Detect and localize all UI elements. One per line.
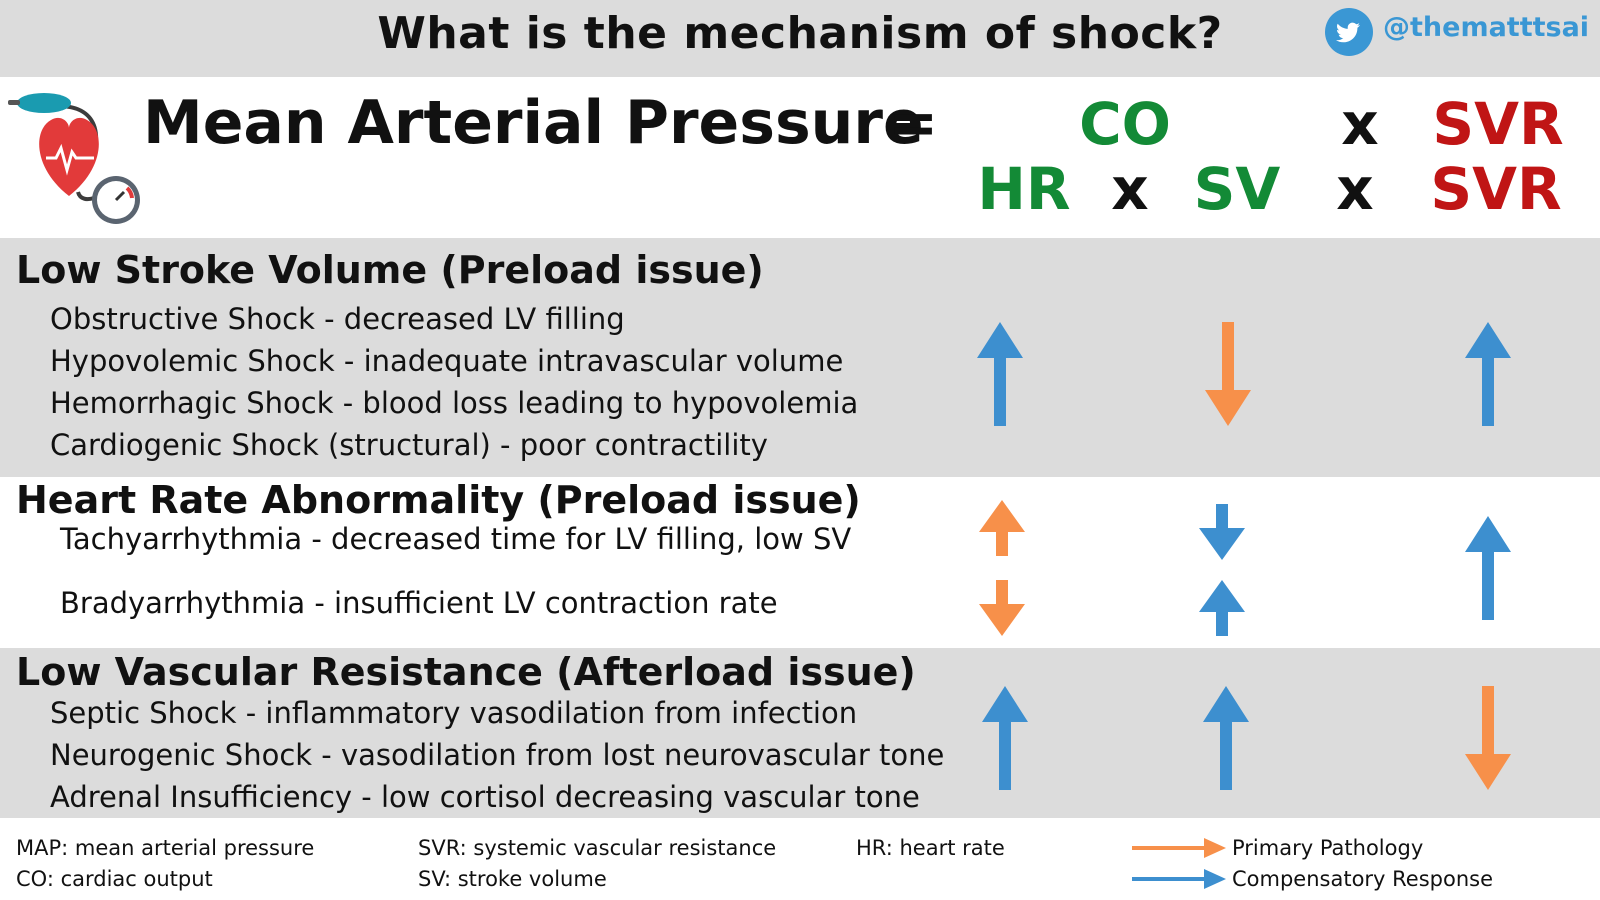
arrow-hr-down-primary [979,580,1025,636]
equation-op2-row2: x [1336,155,1374,223]
equation-op1-row2: x [1111,155,1149,223]
equation-lhs: Mean Arterial Pressure [143,88,924,158]
equation-svr-row1: SVR [1432,90,1564,158]
legend-primary-arrow-icon [1132,838,1226,858]
legend-sv: SV: stroke volume [418,867,607,891]
legend-compensatory-label: Compensatory Response [1232,867,1494,891]
section-band-low-stroke-volume [0,238,1600,477]
list-item: Adrenal Insufficiency - low cortisol dec… [50,780,920,814]
list-item: Hemorrhagic Shock - blood loss leading t… [50,386,859,420]
section-title-low-vascular-resistance: Low Vascular Resistance (Afterload issue… [16,650,916,694]
arrow-sv-up-compensatory [1203,686,1249,790]
list-item: Tachyarrhythmia - decreased time for LV … [60,522,852,556]
list-item: Septic Shock - inflammatory vasodilation… [50,696,858,730]
legend-co: CO: cardiac output [16,867,213,891]
list-item: Obstructive Shock - decreased LV filling [50,302,625,336]
equation-sv: SV [1193,155,1281,223]
section-title-heart-rate-abnormality: Heart Rate Abnormality (Preload issue) [16,478,861,522]
legend-primary-label: Primary Pathology [1232,836,1424,860]
heart-blood-pressure-icon [8,93,140,224]
arrow-hr-up-compensatory [977,322,1023,426]
legend-map: MAP: mean arterial pressure [16,836,315,860]
equation-svr-row2: SVR [1430,155,1562,223]
arrow-svr-up-compensatory [1465,516,1511,620]
equation-equals: = [888,88,939,158]
list-item: Hypovolemic Shock - inadequate intravasc… [50,344,844,378]
arrow-sv-down-primary [1205,322,1251,426]
list-item: Bradyarrhythmia - insufficient LV contra… [60,586,778,620]
arrow-svr-up-compensatory [1465,322,1511,426]
list-item: Neurogenic Shock - vasodilation from los… [50,738,945,772]
section-band-low-vascular-resistance [0,648,1600,818]
legend-compensatory-arrow-icon [1132,869,1226,889]
arrow-sv-up-compensatory [1199,580,1245,636]
equation-op-row1: x [1341,90,1379,158]
legend-svr: SVR: systemic vascular resistance [418,836,777,860]
equation-hr: HR [977,155,1071,223]
twitter-handle[interactable]: @thematttsai [1383,12,1590,43]
list-item: Cardiogenic Shock (structural) - poor co… [50,428,768,462]
arrow-hr-up-primary [979,500,1025,556]
legend-hr: HR: heart rate [856,836,1005,860]
arrow-hr-up-compensatory [982,686,1028,790]
equation-co: CO [1079,90,1171,158]
twitter-icon[interactable] [1325,8,1373,56]
arrow-sv-down-compensatory [1199,504,1245,560]
arrow-svr-down-primary [1465,686,1511,790]
page-title: What is the mechanism of shock? [377,8,1223,59]
section-title-low-stroke-volume: Low Stroke Volume (Preload issue) [16,248,764,292]
